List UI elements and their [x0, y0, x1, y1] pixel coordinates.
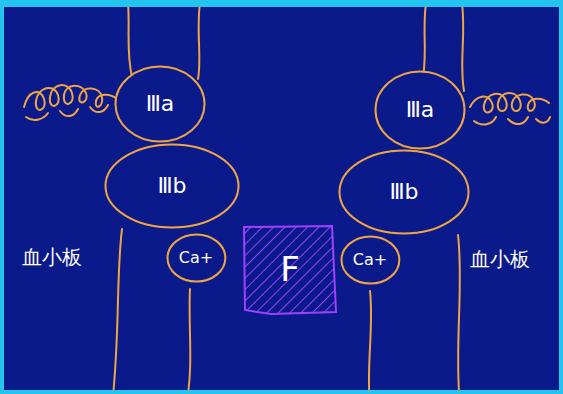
node-text: F: [280, 251, 300, 288]
calcium-ion: Ca+: [340, 235, 401, 285]
receptor-ellipse: Ⅲb: [104, 143, 240, 229]
outline: [341, 237, 399, 284]
fibrinogen-box: F: [242, 224, 338, 316]
outline: [106, 145, 239, 228]
membrane-line: [186, 289, 190, 394]
membrane-line: [112, 229, 122, 394]
outline: [376, 72, 465, 149]
node-text: Ⅲb: [157, 174, 186, 198]
platelet-illustration: [4, 7, 563, 394]
node-text: Ⅲa: [406, 98, 435, 122]
receptor-ellipse: Ⅲa: [114, 65, 206, 143]
coiled-chain: [474, 117, 550, 124]
membrane-line: [458, 235, 460, 394]
node-text: Ⅲa: [146, 92, 175, 116]
coiled-chain: [24, 85, 117, 110]
membrane-line: [462, 7, 464, 91]
coiled-chain: [470, 93, 549, 112]
node-text: Ca+: [353, 251, 387, 269]
membrane-line: [128, 7, 132, 77]
outline: [167, 235, 225, 282]
node-text: Ⅲb: [389, 180, 418, 204]
platelet-label: 血小板: [22, 246, 82, 268]
outline: [116, 67, 205, 142]
calcium-ion: Ca+: [166, 233, 227, 283]
platelet-label: 血小板: [470, 248, 530, 270]
node-text: Ca+: [179, 249, 213, 267]
coiled-chain: [26, 105, 108, 120]
outline: [340, 151, 469, 234]
outline: [244, 226, 336, 314]
receptor-ellipse: Ⅲa: [374, 70, 466, 150]
receptor-ellipse: Ⅲb: [338, 149, 470, 235]
membrane-line: [198, 7, 200, 79]
membrane-line: [369, 291, 371, 394]
